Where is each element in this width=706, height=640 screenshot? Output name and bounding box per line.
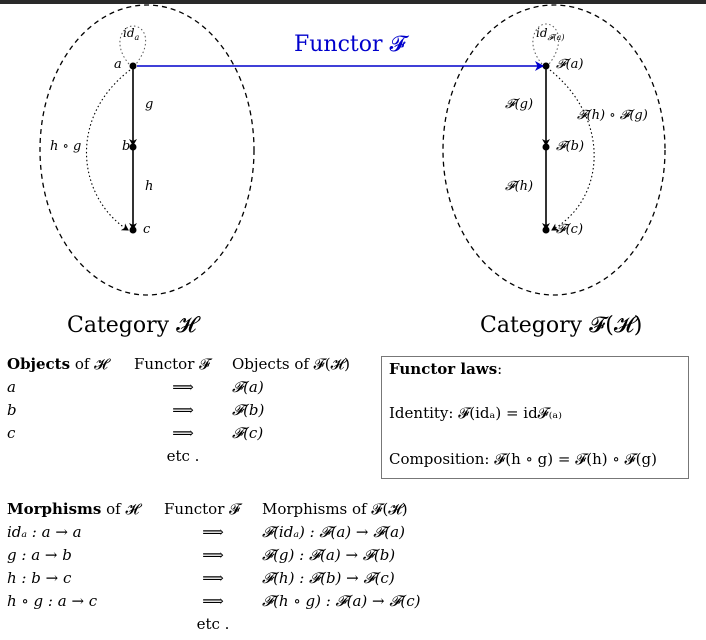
right-label-Fh: 𝓕(h): [505, 179, 533, 194]
left-object-a: a: [114, 57, 122, 72]
objects-table-header: Objects of 𝓗 Functor 𝓕 Objects of 𝓕(𝓗): [7, 353, 350, 376]
table-row: idₐ : a → a ⟹ 𝓕(idₐ) : 𝓕(a) → 𝓕(a): [7, 521, 421, 544]
right-category-label: Category 𝓕(𝓗): [480, 313, 642, 338]
morphisms-header-col2: Functor 𝓕: [164, 500, 241, 518]
object-dst: 𝓕(a): [232, 378, 264, 396]
left-object-c: c: [143, 222, 151, 237]
arrow-implies: ⟹: [172, 378, 194, 396]
object-src: b: [7, 401, 17, 419]
morphism-dst: 𝓕(g) : 𝓕(a) → 𝓕(b): [262, 546, 396, 564]
table-row: b ⟹ 𝓕(b): [7, 399, 350, 422]
table-row: g : a → b ⟹ 𝓕(g) : 𝓕(a) → 𝓕(b): [7, 544, 421, 567]
functor-diagram: Functor 𝓕 ida a b c g h h ∘ g id𝓕(a) 𝓕(a…: [39, 4, 666, 338]
object-src: a: [7, 378, 16, 396]
table-row: h : b → c ⟹ 𝓕(h) : 𝓕(b) → 𝓕(c): [7, 567, 421, 590]
right-object-Fb: 𝓕(b): [556, 139, 584, 154]
morphism-src: g : a → b: [7, 546, 72, 564]
morphism-src: idₐ : a → a: [7, 523, 82, 541]
left-label-composite: h ∘ g: [50, 139, 81, 154]
left-node-a: [129, 62, 137, 70]
table-row-etc: etc .: [7, 445, 350, 468]
objects-header-col2: Functor 𝓕: [134, 355, 211, 373]
objects-header-col1: Objects of 𝓗: [7, 355, 108, 373]
etc-label: etc .: [166, 447, 200, 465]
etc-label: etc .: [196, 615, 230, 633]
functor-laws-box: Functor laws: Identity: 𝓕(idₐ) = id𝓕₍ₐ₎ …: [381, 356, 689, 479]
morphisms-table-header: Morphisms of 𝓗 Functor 𝓕 Morphisms of 𝓕(…: [7, 498, 421, 521]
arrow-implies: ⟹: [172, 424, 194, 442]
right-object-Fa: 𝓕(a): [556, 57, 584, 72]
functor-label: Functor 𝓕: [294, 32, 410, 57]
left-category-ellipse: [39, 4, 255, 296]
arrow-implies: ⟹: [202, 592, 224, 610]
morphism-src: h ∘ g : a → c: [7, 592, 98, 610]
arrow-implies: ⟹: [202, 569, 224, 587]
left-node-b: [129, 143, 137, 151]
objects-header-col3: Objects of 𝓕(𝓗): [232, 355, 350, 373]
right-node-Fc: [542, 226, 550, 234]
functor-laws-title: Functor laws:: [389, 360, 503, 378]
right-node-Fa: [542, 62, 550, 70]
right-label-Fg: 𝓕(g): [505, 97, 533, 112]
left-label-g: g: [145, 97, 153, 112]
objects-table: Objects of 𝓗 Functor 𝓕 Objects of 𝓕(𝓗) a…: [7, 353, 350, 468]
right-label-composite: 𝓕(h) ∘ 𝓕(g): [577, 108, 648, 123]
window-top-bar: [0, 0, 706, 4]
left-node-c: [129, 226, 137, 234]
arrow-implies: ⟹: [202, 546, 224, 564]
object-dst: 𝓕(b): [232, 401, 265, 419]
table-row: h ∘ g : a → c ⟹ 𝓕(h ∘ g) : 𝓕(a) → 𝓕(c): [7, 590, 421, 613]
table-row-etc: etc .: [7, 613, 421, 636]
right-identity-label: id𝓕(a): [536, 26, 564, 42]
right-node-Fb: [542, 143, 550, 151]
morphism-src: h : b → c: [7, 569, 72, 587]
morphism-dst: 𝓕(h) : 𝓕(b) → 𝓕(c): [262, 569, 395, 587]
table-row: c ⟹ 𝓕(c): [7, 422, 350, 445]
right-composite-arrow: [549, 69, 595, 231]
morphism-dst: 𝓕(idₐ) : 𝓕(a) → 𝓕(a): [262, 523, 405, 541]
object-dst: 𝓕(c): [232, 424, 264, 442]
morphisms-table: Morphisms of 𝓗 Functor 𝓕 Morphisms of 𝓕(…: [7, 498, 421, 636]
right-identity-loop: [532, 23, 560, 65]
composition-law: Composition: 𝓕(h ∘ g) = 𝓕(h) ∘ 𝓕(g): [389, 450, 657, 468]
left-category-label: Category 𝓗: [67, 313, 201, 338]
left-identity-label: ida: [123, 26, 140, 42]
object-src: c: [7, 424, 16, 442]
left-composite-arrow: [85, 69, 131, 231]
left-label-h: h: [145, 179, 153, 194]
table-row: a ⟹ 𝓕(a): [7, 376, 350, 399]
identity-law: Identity: 𝓕(idₐ) = id𝓕₍ₐ₎: [389, 404, 562, 422]
morphism-dst: 𝓕(h ∘ g) : 𝓕(a) → 𝓕(c): [262, 592, 421, 610]
left-object-b: b: [122, 139, 130, 154]
right-object-Fc: 𝓕(c): [556, 222, 583, 237]
arrow-implies: ⟹: [172, 401, 194, 419]
arrow-implies: ⟹: [202, 523, 224, 541]
morphisms-header-col3: Morphisms of 𝓕(𝓗): [262, 500, 408, 518]
morphisms-header-col1: Morphisms of 𝓗: [7, 500, 140, 518]
right-category-ellipse: [442, 4, 666, 296]
